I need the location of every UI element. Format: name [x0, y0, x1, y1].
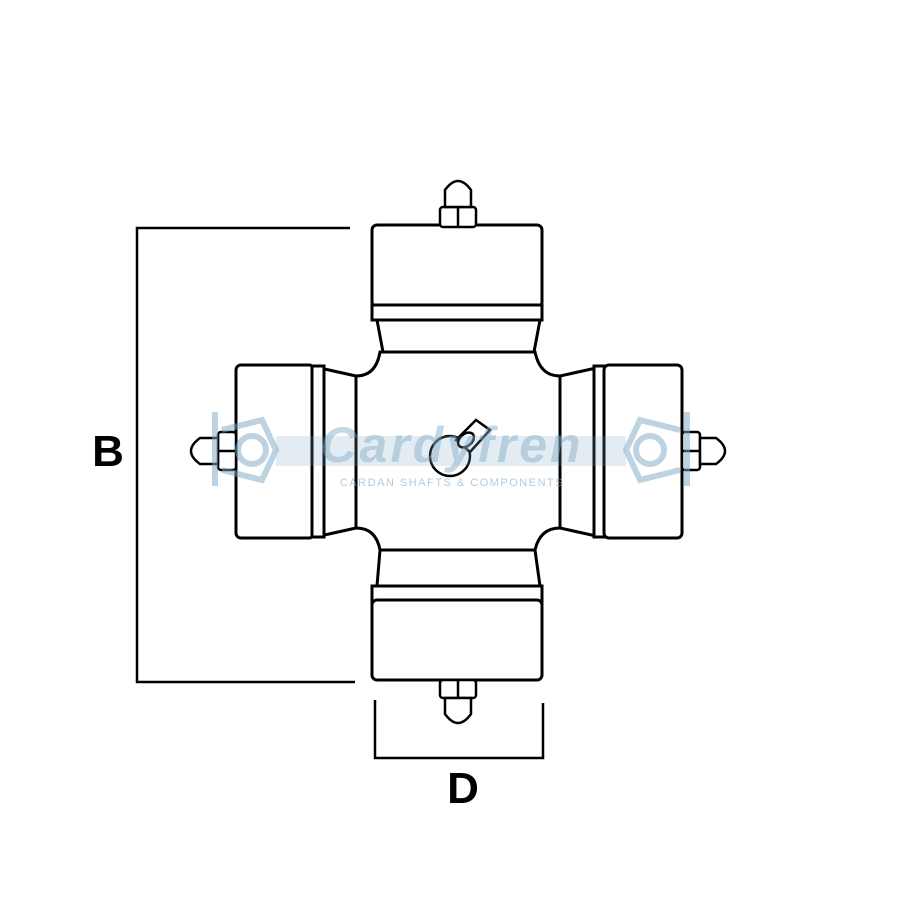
watermark-brand: Cardyfren: [320, 417, 583, 473]
grease-nipple-left: [189, 430, 238, 472]
bearing-cup-left: [234, 363, 358, 540]
bearing-cup-top: [370, 223, 544, 354]
watermark-logo: Cardyfren CARDAN SHAFTS & COMPONENTS: [212, 412, 690, 489]
dimension-b-label: B: [92, 427, 124, 476]
dimension-b-bracket: [135, 226, 355, 684]
dimension-d-label: D: [447, 764, 479, 813]
bearing-cup-bottom: [370, 548, 544, 682]
dimension-d-bracket: [373, 700, 545, 760]
grease-nipple-top: [438, 179, 478, 229]
watermark-yoke-left-icon: [221, 416, 280, 484]
bearing-cup-right: [558, 363, 684, 540]
grease-nipple-bottom: [438, 678, 478, 725]
center-grease-fitting: [428, 418, 492, 478]
watermark-yoke-right-icon: [622, 416, 681, 484]
watermark-tagline: CARDAN SHAFTS & COMPONENTS: [340, 477, 564, 489]
